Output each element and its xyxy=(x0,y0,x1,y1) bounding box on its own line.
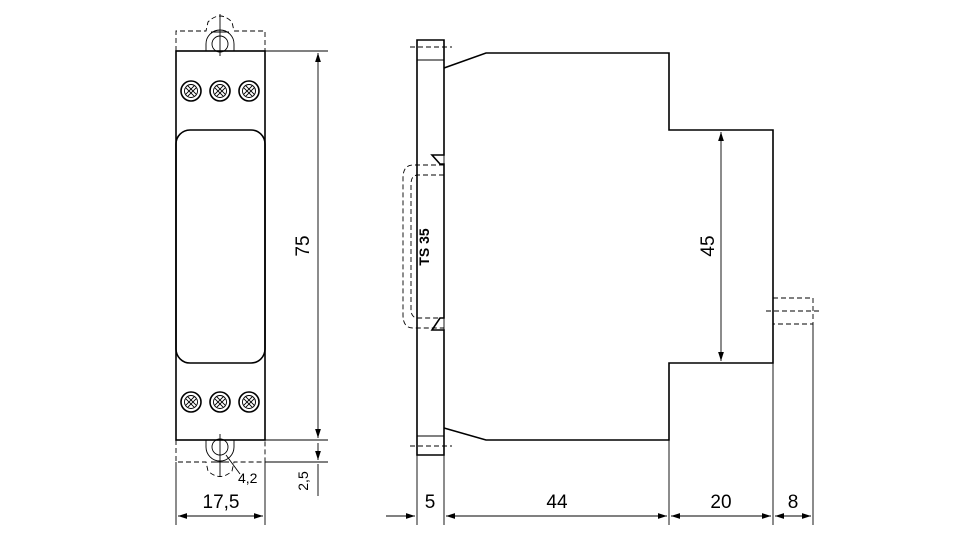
din-rail xyxy=(402,164,444,329)
label-window xyxy=(175,129,266,364)
side-housing xyxy=(443,52,774,441)
side-depth-label: 44 xyxy=(546,492,568,513)
side-knob xyxy=(773,297,814,325)
dim-side-front-height: 45 xyxy=(698,132,724,361)
side-front-label: 20 xyxy=(710,492,731,513)
side-view: TS 35 xyxy=(402,39,820,456)
hole-offset-label: 2,5 xyxy=(295,471,311,491)
dim-front-width: 17,5 xyxy=(175,462,266,525)
side-front-height-label: 45 xyxy=(698,235,719,256)
dim-side-chain: 5 44 20 8 xyxy=(386,324,814,525)
terminal-screw-icon xyxy=(238,391,260,413)
dim-hole-diameter: 4,2 xyxy=(225,454,258,486)
terminal-screw-icon xyxy=(238,80,260,102)
dim-hole-offset: 2,5 xyxy=(265,443,328,496)
side-rail-label: 5 xyxy=(425,492,436,513)
front-view xyxy=(175,14,266,477)
terminal-screw-icon xyxy=(209,391,231,413)
rail-label: TS 35 xyxy=(416,228,432,266)
terminal-screws xyxy=(180,80,260,413)
dim-front-height: 75 xyxy=(265,50,328,441)
terminal-screw-icon xyxy=(180,391,202,413)
top-tab-outline xyxy=(175,15,266,51)
front-width-label: 17,5 xyxy=(203,492,240,513)
front-housing xyxy=(175,50,266,441)
terminal-screw-icon xyxy=(209,80,231,102)
terminal-screw-icon xyxy=(180,80,202,102)
top-mounting-hole xyxy=(205,14,235,56)
side-knob-label: 8 xyxy=(788,492,799,513)
front-height-label: 75 xyxy=(293,235,314,256)
hole-diameter-label: 4,2 xyxy=(238,470,258,486)
bottom-mounting-hole xyxy=(205,434,235,477)
